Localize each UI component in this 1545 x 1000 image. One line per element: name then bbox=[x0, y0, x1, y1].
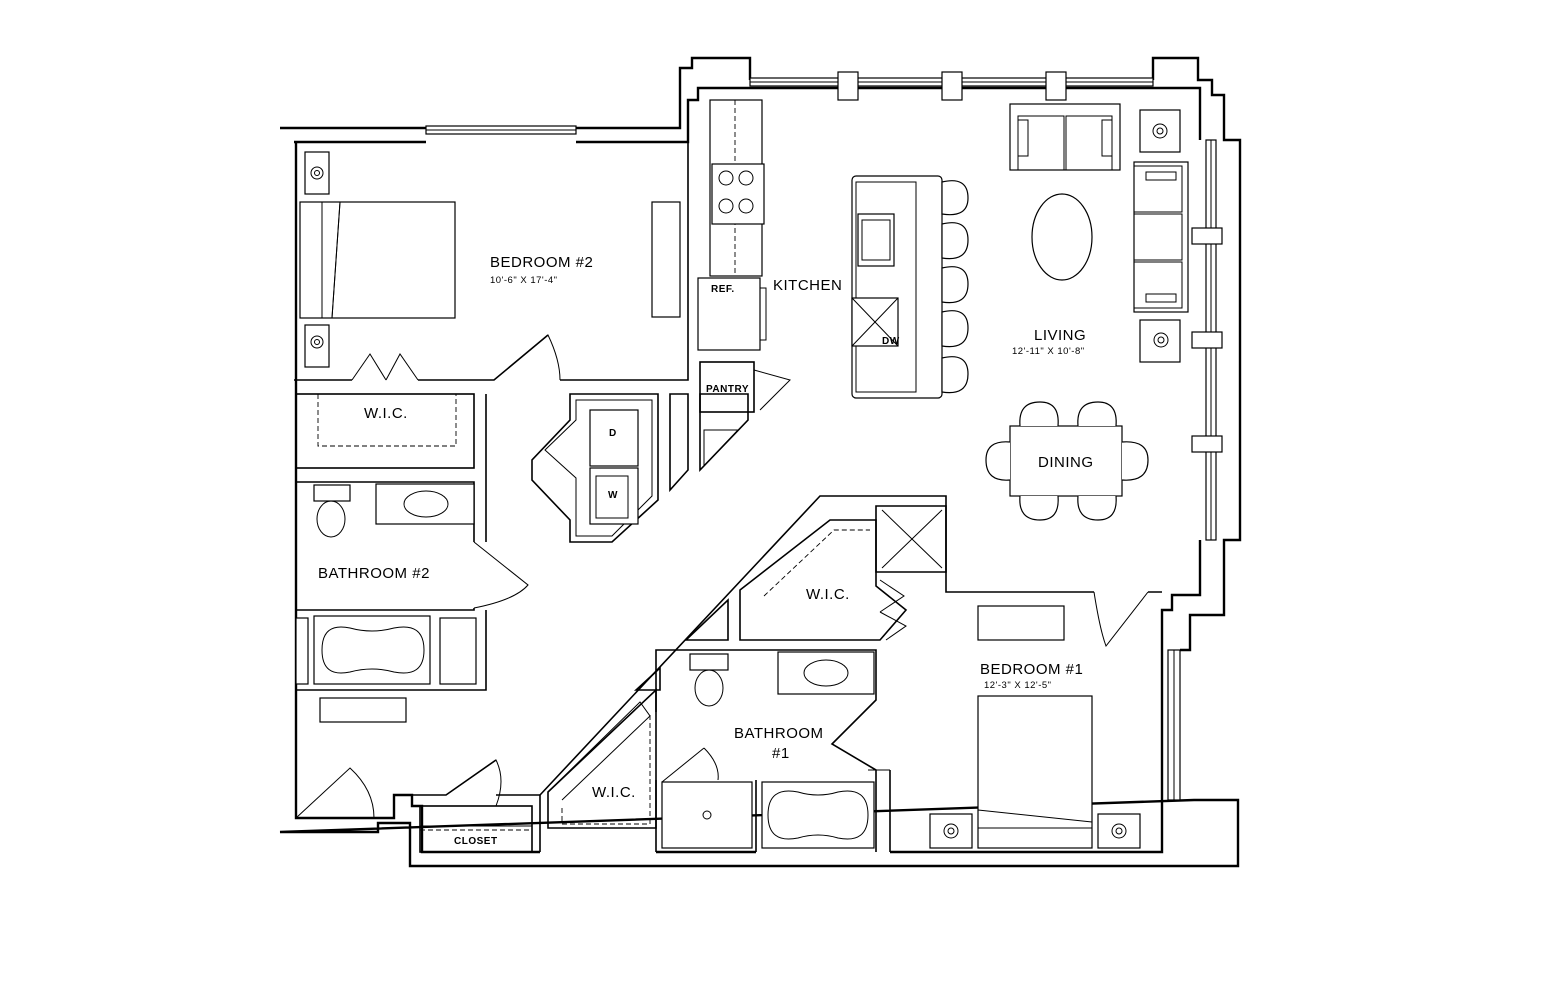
laundry bbox=[531, 393, 659, 543]
wic-center-label: W.I.C. bbox=[806, 586, 850, 603]
pantry-label: PANTRY bbox=[706, 384, 749, 395]
bathroom1-label: BATHROOM bbox=[734, 725, 824, 742]
closet bbox=[419, 805, 533, 853]
bedroom2-dimensions: 10'-6" X 17'-4" bbox=[490, 275, 558, 286]
bar-stools bbox=[941, 180, 969, 394]
wic-bathroom1-label: W.I.C. bbox=[592, 784, 636, 801]
hall-storage bbox=[669, 393, 749, 493]
exterior-walls bbox=[279, 56, 1242, 868]
side-tables bbox=[1139, 109, 1181, 363]
window-right-living bbox=[1191, 139, 1223, 541]
window-right-bedroom1 bbox=[1167, 649, 1181, 801]
kitchen-label: KITCHEN bbox=[773, 277, 842, 294]
kitchen-island bbox=[851, 175, 943, 399]
center-walls bbox=[539, 495, 1162, 796]
living-dimensions: 12'-11" X 10'-8" bbox=[1012, 346, 1085, 357]
bedroom2-bed bbox=[299, 151, 456, 368]
sofa-top bbox=[1009, 103, 1121, 171]
small-storage bbox=[633, 598, 729, 691]
dining-label: DINING bbox=[1038, 454, 1094, 471]
dishwasher-label: DW bbox=[882, 336, 900, 347]
bathroom1 bbox=[655, 649, 890, 852]
pantry bbox=[699, 361, 791, 413]
wic-bedroom2 bbox=[295, 393, 475, 469]
window-top-living bbox=[749, 71, 1154, 101]
dryer-label: D bbox=[609, 428, 617, 439]
bedroom2-dresser bbox=[651, 201, 681, 318]
window-top-bedroom2 bbox=[425, 125, 577, 135]
bedroom1 bbox=[889, 605, 1141, 852]
coffee-table bbox=[1031, 193, 1093, 281]
bedroom2-label: BEDROOM #2 bbox=[490, 254, 593, 271]
sofa-right bbox=[1133, 161, 1189, 313]
wic-bathroom1 bbox=[547, 688, 657, 829]
washer-label: W bbox=[608, 490, 618, 501]
bathroom2 bbox=[295, 394, 529, 691]
wic-bedroom2-label: W.I.C. bbox=[364, 405, 408, 422]
living-label: LIVING bbox=[1034, 327, 1086, 344]
refrigerator-label: REF. bbox=[711, 284, 735, 295]
entry-area bbox=[295, 697, 541, 852]
closet-label: CLOSET bbox=[454, 836, 498, 847]
refrigerator bbox=[697, 277, 767, 351]
bathroom2-label: BATHROOM #2 bbox=[318, 565, 430, 582]
room-labels: BEDROOM #2 10'-6" X 17'-4" KITCHEN LIVIN… bbox=[318, 254, 1094, 847]
dining-table bbox=[985, 401, 1149, 521]
kitchen-counter bbox=[709, 99, 765, 277]
bathroom1-number: #1 bbox=[772, 745, 790, 762]
bedroom1-label: BEDROOM #1 bbox=[980, 661, 1083, 678]
bedroom2-walls bbox=[294, 142, 689, 381]
bedroom1-dimensions: 12'-3" X 12'-5" bbox=[984, 680, 1052, 691]
